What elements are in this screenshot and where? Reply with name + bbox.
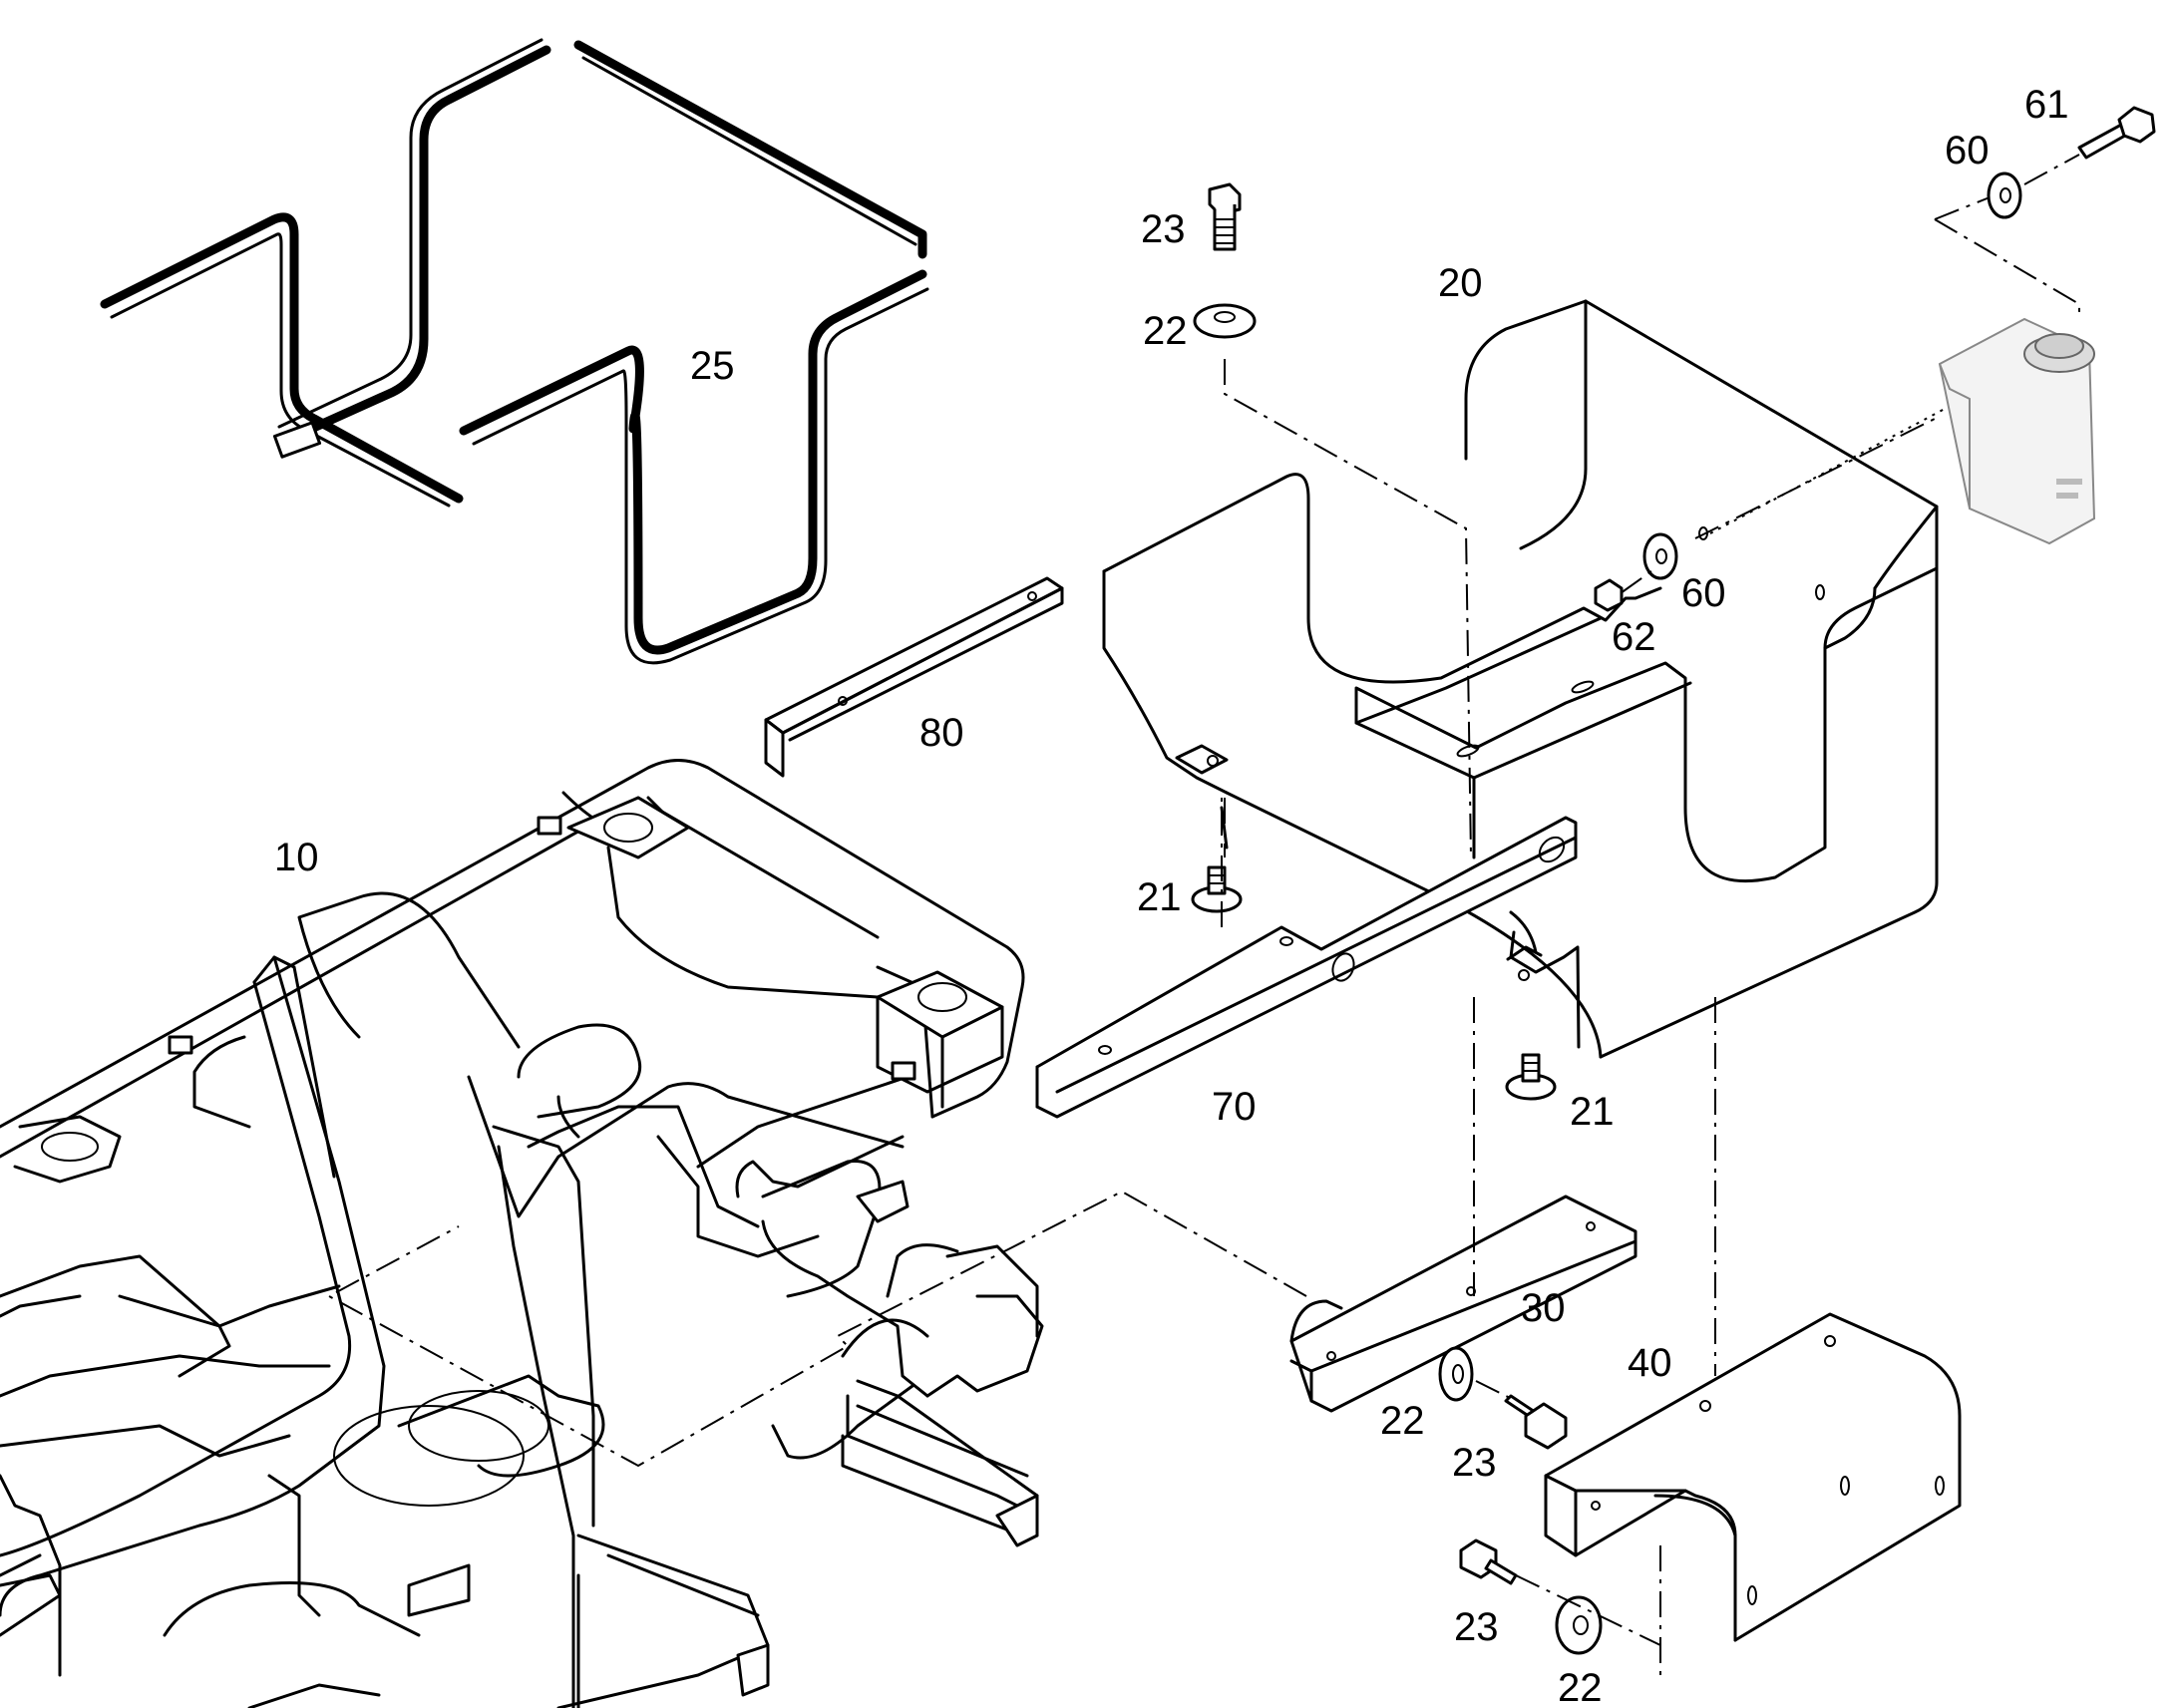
part-61-bolt <box>2077 106 2156 160</box>
label-part-20: 20 <box>1438 261 1483 305</box>
part-60-washer-box <box>1642 526 1708 580</box>
label-part-23-top: 23 <box>1141 207 1186 251</box>
label-part-22-top: 22 <box>1143 309 1188 353</box>
label-part-10: 10 <box>274 836 319 879</box>
label-part-40: 40 <box>1628 1341 1672 1385</box>
battery-disconnect-switch <box>1938 317 2096 545</box>
label-part-61: 61 <box>2024 83 2069 127</box>
label-part-21-left: 21 <box>1137 875 1182 919</box>
label-part-22-bottom: 22 <box>1558 1666 1603 1708</box>
label-part-22-mid: 22 <box>1380 1399 1425 1443</box>
part-10-frame <box>0 759 1044 1708</box>
part-25-seal <box>100 38 929 665</box>
part-21-stud-right <box>1505 1053 1557 1101</box>
label-part-30: 30 <box>1521 1286 1566 1330</box>
part-23-bolt-top <box>1208 182 1242 251</box>
part-21-stud-left <box>1191 865 1243 913</box>
label-part-23-mid: 23 <box>1452 1441 1497 1485</box>
part-22-washer-top <box>1193 303 1257 339</box>
label-part-60-box: 60 <box>1681 571 1726 615</box>
label-part-70: 70 <box>1212 1085 1257 1129</box>
part-23-bolt-mid <box>1504 1394 1568 1450</box>
label-part-25: 25 <box>690 344 735 388</box>
part-30-plate <box>1289 1195 1637 1413</box>
label-part-21-right: 21 <box>1570 1090 1615 1134</box>
label-part-23-bottom: 23 <box>1454 1605 1499 1649</box>
part-70-bracket <box>1035 816 1578 1119</box>
part-40-bracket <box>1544 1312 1962 1642</box>
part-80-bracket <box>764 576 1064 778</box>
part-60-washer-top <box>1987 171 2022 219</box>
part-62-nut <box>1594 578 1624 612</box>
part-22-washer-mid <box>1438 1346 1474 1402</box>
part-20-battery-box <box>1102 299 1939 1059</box>
part-number-labels: 10 20 21 21 22 22 22 23 23 23 25 30 40 6… <box>274 83 2069 1708</box>
label-part-60-top: 60 <box>1945 129 1990 172</box>
label-part-80: 80 <box>919 711 964 755</box>
assembly-center-lines <box>326 154 2080 1675</box>
label-part-62: 62 <box>1612 615 1656 659</box>
part-23-bolt-bottom <box>1459 1538 1518 1585</box>
